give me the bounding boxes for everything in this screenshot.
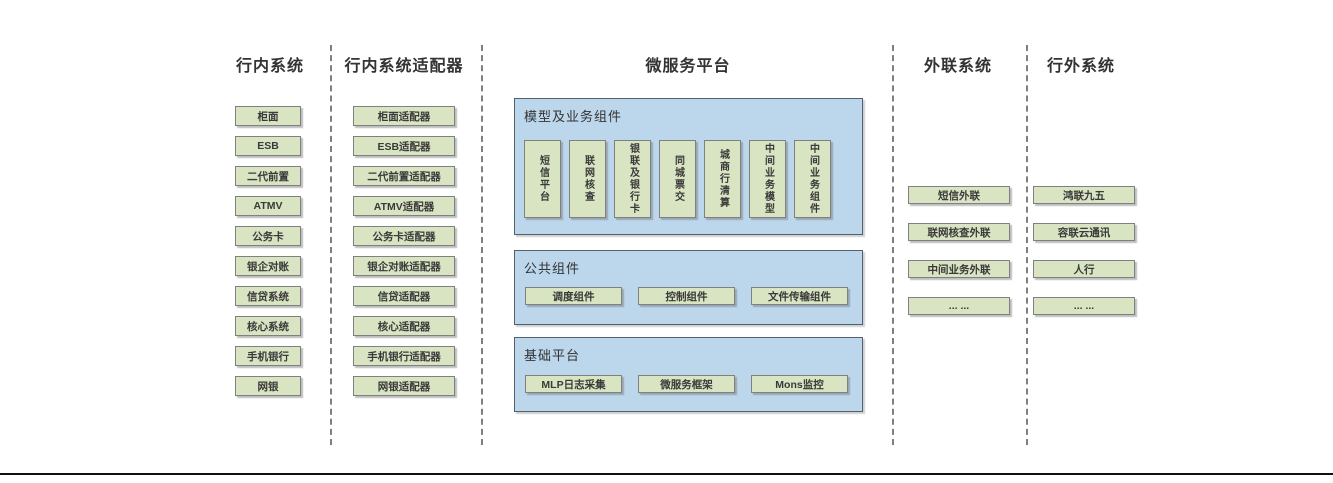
outreach-system-box: 中间业务外联 — [908, 260, 1010, 278]
lane-title-external-systems: 行外系统 — [1046, 58, 1115, 75]
model-business-components-row: 短信平台联网核查银联及银行卡同城票交城商行清算中间业务模型中间业务组件 — [524, 140, 831, 218]
outreach-system-box: 短信外联 — [908, 186, 1010, 204]
base-platform-box: Mons监控 — [751, 375, 848, 393]
panel-title: 模型及业务组件 — [524, 109, 623, 124]
model-business-component-box: 同城票交 — [659, 140, 696, 218]
model-business-component-box: 银联及银行卡 — [614, 140, 651, 218]
panel-title: 公共组件 — [524, 261, 581, 276]
external-system-box: 鸿联九五 — [1033, 186, 1135, 204]
lane-divider — [330, 45, 332, 445]
internal-system-box: 核心系统 — [235, 316, 301, 336]
panel-model-business-components: 模型及业务组件 短信平台联网核查银联及银行卡同城票交城商行清算中间业务模型中间业… — [514, 98, 863, 235]
internal-adapter-box: 二代前置适配器 — [353, 166, 455, 186]
lane-title-internal-adapters: 行内系统适配器 — [344, 58, 464, 75]
internal-system-box: ATMV — [235, 196, 301, 216]
internal-adapter-box: 信贷适配器 — [353, 286, 455, 306]
model-business-component-box: 短信平台 — [524, 140, 561, 218]
base-platform-box: 微服务框架 — [638, 375, 735, 393]
internal-system-box: 网银 — [235, 376, 301, 396]
internal-system-box: 银企对账 — [235, 256, 301, 276]
internal-adapter-box: 公务卡适配器 — [353, 226, 455, 246]
internal-system-box: 手机银行 — [235, 346, 301, 366]
lane-divider — [481, 45, 483, 445]
outreach-systems-stack: 短信外联联网核查外联中间业务外联 ... ... — [908, 186, 1010, 315]
internal-adapter-box: ESB适配器 — [353, 136, 455, 156]
common-component-box: 调度组件 — [525, 287, 622, 305]
internal-system-box: 信贷系统 — [235, 286, 301, 306]
panel-title: 基础平台 — [524, 348, 581, 363]
model-business-component-box: 中间业务模型 — [749, 140, 786, 218]
base-platform-box: MLP日志采集 — [525, 375, 622, 393]
lane-divider — [892, 45, 894, 445]
external-systems-stack: 鸿联九五容联云通讯人行 ... ... — [1033, 186, 1135, 315]
bottom-rule — [0, 473, 1333, 475]
internal-adapter-box: 银企对账适配器 — [353, 256, 455, 276]
common-components-row: 调度组件控制组件文件传输组件 — [525, 287, 848, 305]
panel-common-components: 公共组件 调度组件控制组件文件传输组件 — [514, 250, 863, 325]
internal-adapter-box: 网银适配器 — [353, 376, 455, 396]
common-component-box: 文件传输组件 — [751, 287, 848, 305]
internal-system-box: ESB — [235, 136, 301, 156]
external-system-box: ... ... — [1033, 297, 1135, 315]
external-system-box: 人行 — [1033, 260, 1135, 278]
outreach-system-box: 联网核查外联 — [908, 223, 1010, 241]
lane-title-microservice-platform: 微服务平台 — [645, 58, 731, 75]
internal-system-box: 二代前置 — [235, 166, 301, 186]
internal-adapter-box: ATMV适配器 — [353, 196, 455, 216]
lane-divider — [1026, 45, 1028, 445]
internal-system-box: 公务卡 — [235, 226, 301, 246]
internal-adapter-box: 柜面适配器 — [353, 106, 455, 126]
lane-title-outreach-systems: 外联系统 — [923, 58, 992, 75]
lane-title-internal-systems: 行内系统 — [235, 58, 304, 75]
base-platform-row: MLP日志采集微服务框架 Mons监控 — [525, 375, 848, 393]
internal-adapter-box: 手机银行适配器 — [353, 346, 455, 366]
internal-adapter-box: 核心适配器 — [353, 316, 455, 336]
panel-base-platform: 基础平台 MLP日志采集微服务框架 Mons监控 — [514, 337, 863, 412]
model-business-component-box: 城商行清算 — [704, 140, 741, 218]
internal-system-box: 柜面 — [235, 106, 301, 126]
outreach-system-box: ... ... — [908, 297, 1010, 315]
internal-systems-stack: 柜面 ESB 二代前置 ATMV 公务卡银企对账信贷系统核心系统手机银行网银 — [235, 106, 301, 396]
external-system-box: 容联云通讯 — [1033, 223, 1135, 241]
common-component-box: 控制组件 — [638, 287, 735, 305]
internal-adapters-stack: 柜面适配器 ESB适配器二代前置适配器 ATMV适配器公务卡适配器银企对账适配器信贷… — [353, 106, 455, 396]
model-business-component-box: 联网核查 — [569, 140, 606, 218]
model-business-component-box: 中间业务组件 — [794, 140, 831, 218]
